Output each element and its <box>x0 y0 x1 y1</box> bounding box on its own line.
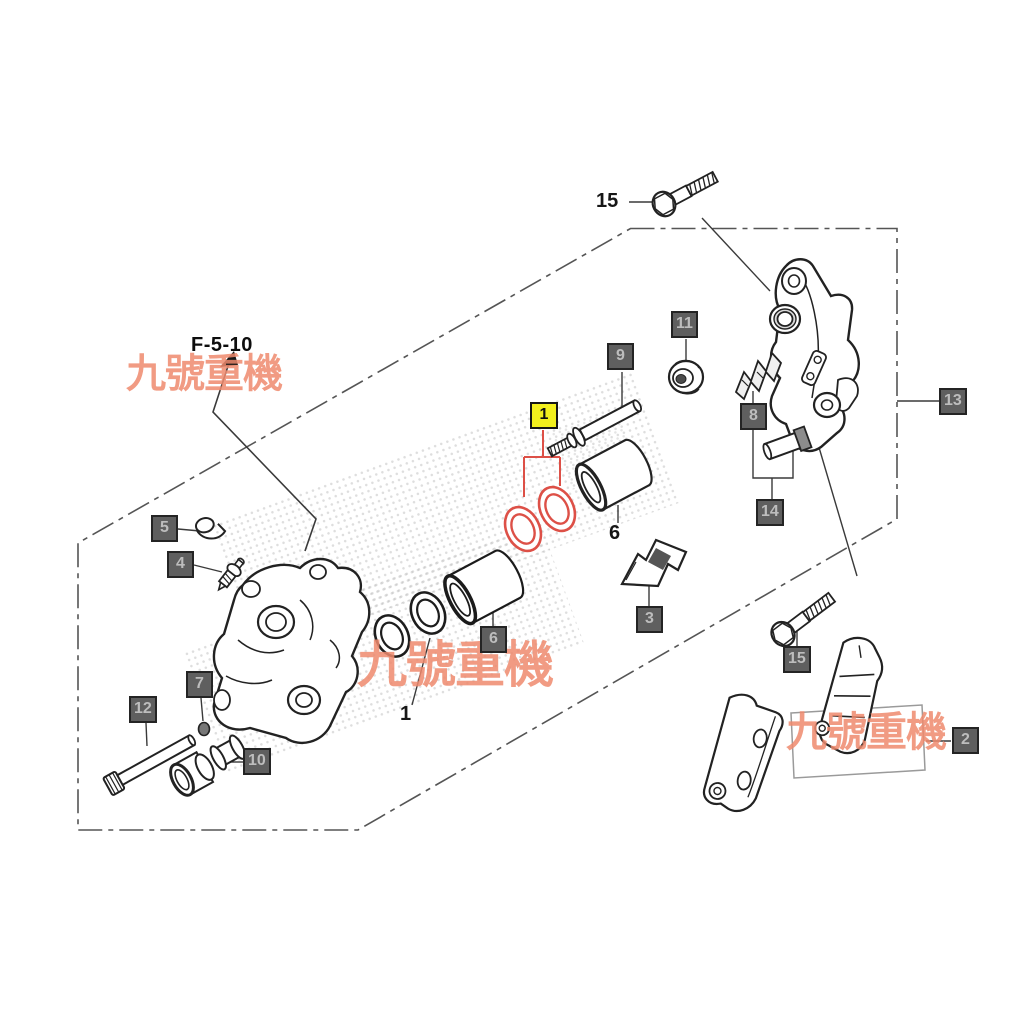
part-callout-12: 12 <box>129 696 157 723</box>
part-callout-8: 8 <box>740 403 767 430</box>
part-callout-13: 13 <box>939 388 967 415</box>
part-flange-bolt-top <box>651 170 720 218</box>
part-callout-2: 2 <box>952 727 979 754</box>
part-callout-7: 7 <box>186 671 213 698</box>
part-piston-upper <box>574 438 653 512</box>
part-callout-15-top: 15 <box>596 190 619 212</box>
part-callout-1-plain: 1 <box>400 703 412 725</box>
part-piston-seals <box>373 591 447 658</box>
part-bleed-valve <box>217 557 245 592</box>
part-brake-pads <box>702 636 926 813</box>
part-callout-15-lower: 15 <box>783 646 811 673</box>
part-slide-pin <box>762 425 813 461</box>
part-pin-boot <box>667 359 705 395</box>
part-callout-6-upper: 6 <box>609 522 621 544</box>
figure-reference-arrow <box>212 351 317 552</box>
part-bleeder-cap <box>194 517 227 540</box>
highlight-leader-bracket <box>523 430 561 497</box>
part-pad-pin <box>102 734 197 796</box>
part-callout-9: 9 <box>607 343 634 370</box>
part-callout-10: 10 <box>243 748 271 775</box>
watermark-text-1: 九號重機 <box>126 352 283 396</box>
leader-lines <box>145 201 951 763</box>
part-piston-lower <box>443 549 525 626</box>
part-callout-3: 3 <box>636 606 663 633</box>
part-callout-6-lower: 6 <box>480 626 507 653</box>
part-retainer-clip <box>734 351 783 401</box>
part-caliper-bracket <box>768 258 860 453</box>
part-callout-5: 5 <box>151 515 178 542</box>
part-callout-11: 11 <box>671 311 698 338</box>
part-boot-bushing <box>169 734 247 797</box>
part-pad-spring <box>620 538 688 588</box>
part-callout-1-hl: 1 <box>530 402 558 429</box>
part-caliper-body <box>212 557 371 745</box>
watermark-text-2: 九號重機 <box>357 637 554 693</box>
part-piston-seals-highlighted <box>503 485 577 553</box>
part-callout-4: 4 <box>167 551 194 578</box>
diagram-border-dashed <box>77 227 898 831</box>
watermark-text-3: 九號重機 <box>786 709 947 755</box>
part-flange-bolt-lower <box>770 591 837 648</box>
part-callout-14: 14 <box>756 499 784 526</box>
part-plug <box>197 721 211 737</box>
part-callout-ref: F-5-10 <box>191 334 253 356</box>
part-hanger-pin <box>546 399 642 458</box>
